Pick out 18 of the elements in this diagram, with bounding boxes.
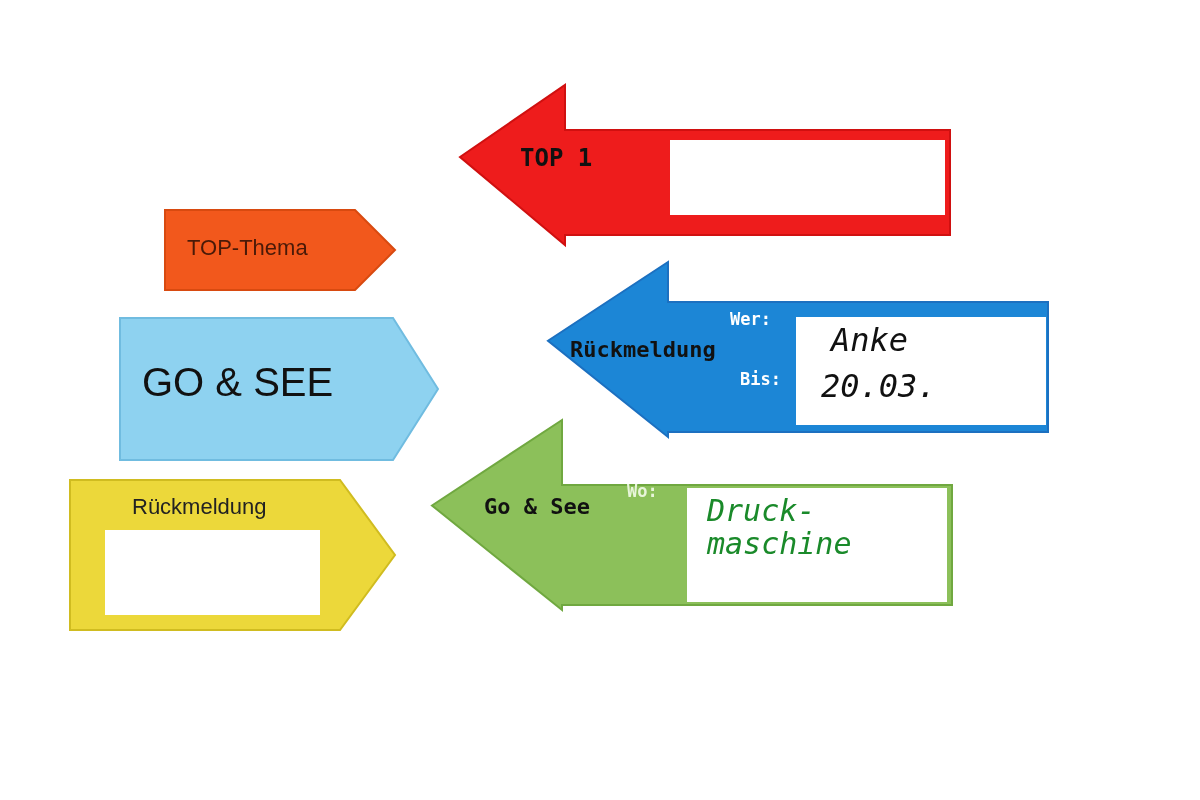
tag-magnet bbox=[165, 210, 395, 290]
label-text: Bis: bbox=[740, 370, 781, 389]
label-text: Rückmeldung bbox=[570, 338, 716, 363]
label-text: TOP 1 bbox=[520, 145, 593, 172]
label-text: TOP-Thema bbox=[187, 236, 308, 261]
handwritten-text: Druck- maschine bbox=[707, 494, 853, 560]
label-text: Go & See bbox=[484, 495, 590, 520]
label-text: Wo: bbox=[627, 482, 658, 501]
label-text: GO & SEE bbox=[142, 360, 334, 404]
arrow-magnet bbox=[432, 420, 952, 610]
label-text: Rückmeldung bbox=[132, 495, 267, 520]
tag-magnet bbox=[70, 480, 395, 630]
arrow-magnet bbox=[460, 85, 950, 245]
tag-magnet bbox=[120, 318, 438, 460]
handwritten-text: 20.03. bbox=[821, 369, 937, 405]
label-text: Wer: bbox=[730, 310, 771, 329]
handwritten-text: Anke bbox=[831, 323, 909, 359]
arrow-magnet bbox=[548, 262, 1048, 437]
